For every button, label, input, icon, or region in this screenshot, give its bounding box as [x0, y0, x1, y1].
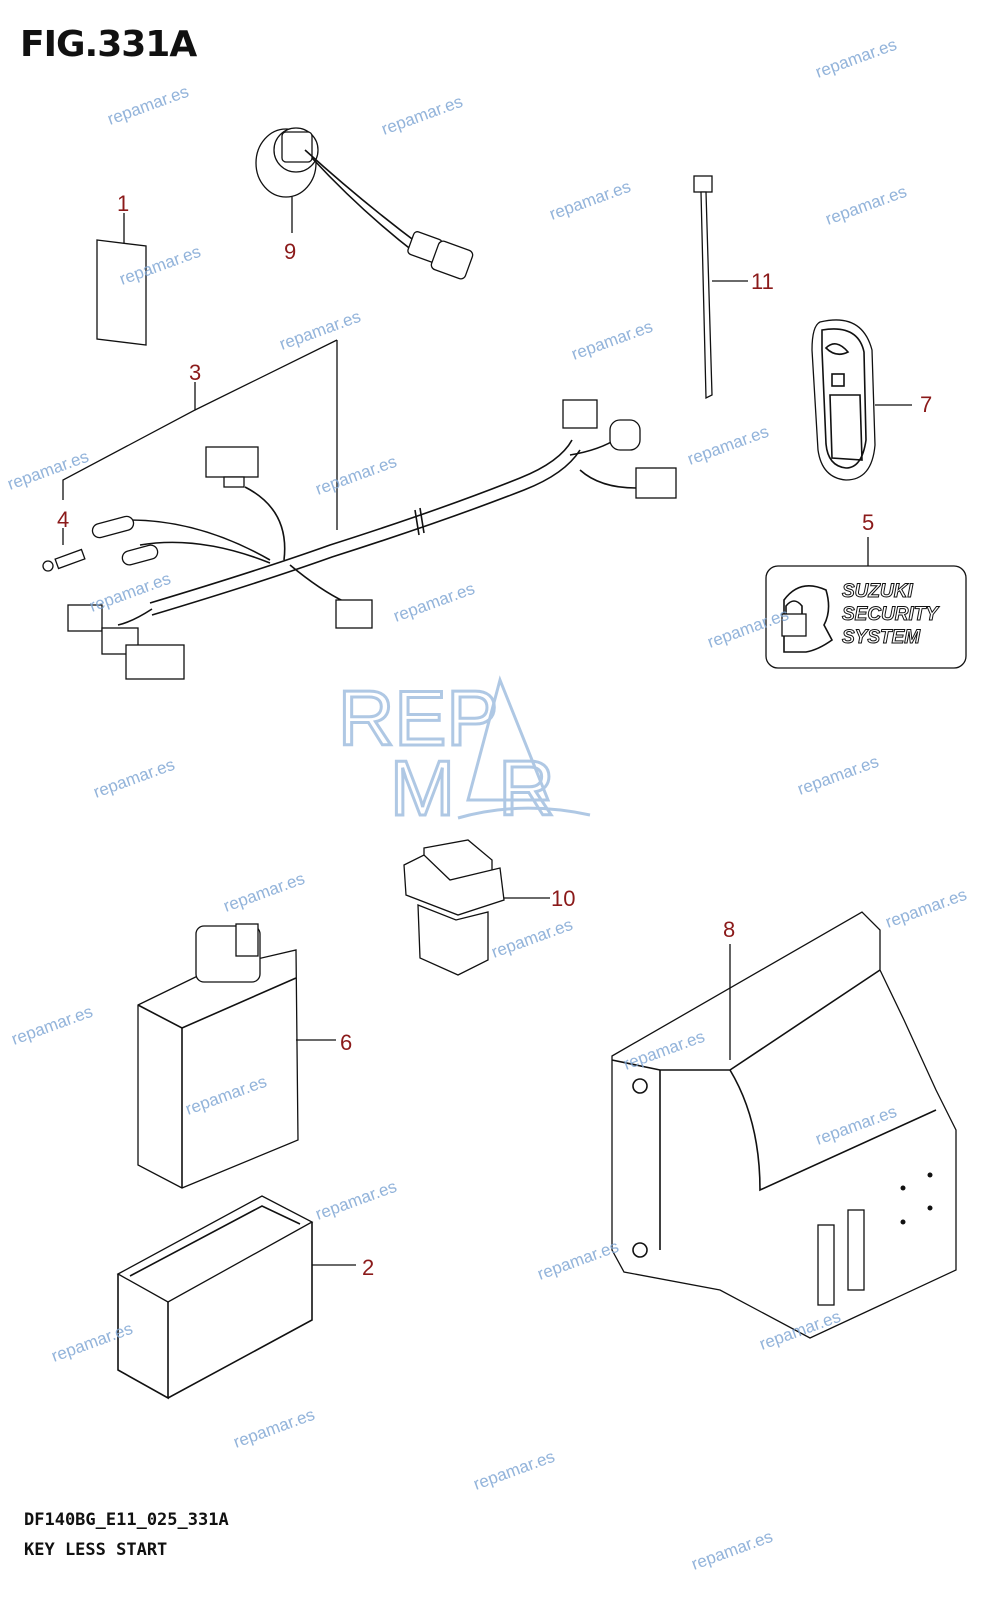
- watermark-text: repamar.es: [231, 1405, 317, 1452]
- watermark-text: repamar.es: [91, 755, 177, 802]
- watermark-text: repamar.es: [535, 1237, 621, 1284]
- figure-title: FIG.331A: [20, 24, 197, 65]
- part-7-key-fob: [811, 319, 912, 481]
- callout-4: 4: [57, 507, 69, 532]
- callout-1: 1: [117, 191, 129, 216]
- watermark-text: repamar.es: [221, 869, 307, 916]
- callout-8: 8: [723, 917, 735, 942]
- decal-line1: SUZUKI: [842, 581, 913, 602]
- watermark-text: repamar.es: [313, 1177, 399, 1224]
- watermark-text: repamar.es: [547, 177, 633, 224]
- callout-6: 6: [340, 1030, 352, 1055]
- part-8-bracket: [611, 911, 957, 1339]
- part-4-terminal: [42, 528, 86, 572]
- watermark-text: repamar.es: [795, 752, 881, 799]
- watermark-text: repamar.es: [49, 1319, 135, 1366]
- watermark-text: repamar.es: [569, 317, 655, 364]
- watermark-text: repamar.es: [391, 579, 477, 626]
- watermark-text: repamar.es: [9, 1002, 95, 1049]
- watermark-logo-top: REP: [338, 674, 498, 762]
- callout-2: 2: [362, 1255, 374, 1280]
- watermark-text: repamar.es: [685, 422, 771, 469]
- watermark-text: repamar.es: [489, 915, 575, 962]
- callout-5: 5: [862, 510, 874, 535]
- figure-name: KEY LESS START: [24, 1540, 168, 1560]
- watermark-text: repamar.es: [5, 447, 91, 494]
- part-10-switch: [403, 839, 550, 976]
- part-6-control-unit: [137, 923, 336, 1189]
- decal-line3: SYSTEM: [842, 627, 921, 648]
- watermark-text: repamar.es: [823, 182, 909, 229]
- decal-line2: SECURITY: [842, 604, 940, 625]
- callouts: 1 2 3 4 5 6 7 8 9 10 11: [57, 191, 932, 1280]
- figure-code: DF140BG_E11_025_331A: [24, 1510, 229, 1530]
- watermark-text: repamar.es: [277, 307, 363, 354]
- watermark-text: repamar.es: [87, 569, 173, 616]
- part-1-label-card: [96, 213, 147, 346]
- watermark-text: repamar.es: [813, 35, 899, 82]
- watermark-text: repamar.es: [105, 82, 191, 129]
- watermark-logo: REP M R: [337, 673, 591, 834]
- watermark-text: repamar.es: [379, 92, 465, 139]
- callout-9: 9: [284, 239, 296, 264]
- watermark-text: repamar.es: [883, 885, 969, 932]
- watermark-text: repamar.es: [689, 1527, 775, 1574]
- part-3-main-harness: [62, 339, 677, 680]
- part-11-cable-tie: [693, 175, 748, 400]
- part-2-holder: [116, 1195, 356, 1400]
- callout-3: 3: [189, 360, 201, 385]
- watermark-text: repamar.es: [471, 1447, 557, 1494]
- watermark-text: repamar.es: [313, 452, 399, 499]
- callout-7: 7: [920, 392, 932, 417]
- callout-11: 11: [751, 269, 774, 294]
- callout-10: 10: [551, 886, 575, 911]
- part-9-sensor-harness: [255, 127, 474, 280]
- part-5-security-decal: SUZUKI SECURITY SYSTEM: [765, 537, 967, 669]
